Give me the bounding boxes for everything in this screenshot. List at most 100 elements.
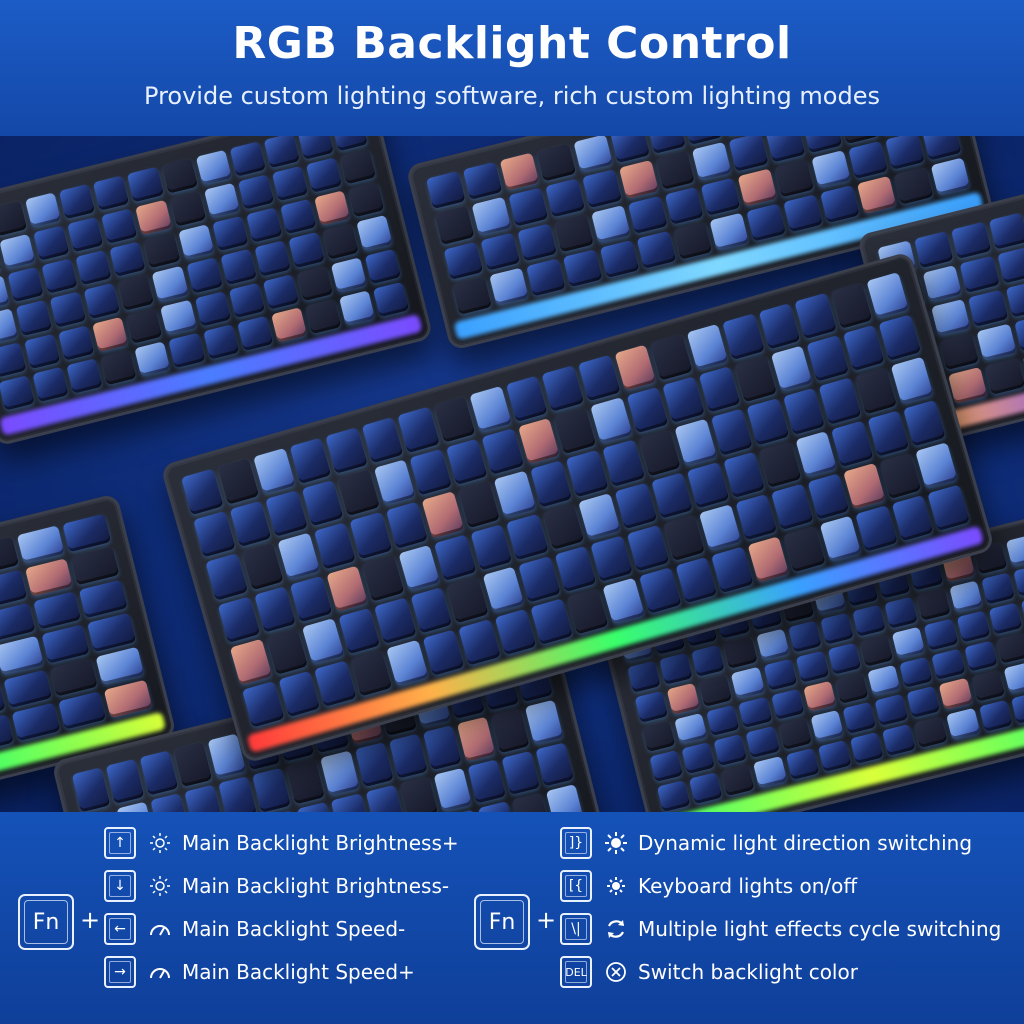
keycap bbox=[135, 199, 172, 236]
keycap bbox=[795, 650, 829, 683]
keycap bbox=[599, 239, 639, 279]
keycap bbox=[289, 575, 332, 622]
keycap bbox=[656, 780, 691, 812]
keycap bbox=[314, 660, 357, 707]
keycap bbox=[252, 767, 291, 812]
keycap bbox=[978, 700, 1013, 732]
keycap bbox=[105, 758, 145, 804]
keycap bbox=[202, 324, 239, 360]
keycap bbox=[501, 750, 540, 796]
keycap bbox=[0, 341, 27, 378]
keycap bbox=[541, 365, 585, 412]
keycap bbox=[409, 449, 452, 496]
key-label: ]} bbox=[568, 835, 584, 851]
keycap bbox=[820, 184, 860, 224]
keycap bbox=[674, 712, 708, 745]
brightness-icon bbox=[146, 872, 174, 900]
keycap bbox=[655, 151, 696, 190]
keycap bbox=[169, 191, 206, 228]
keycap bbox=[126, 307, 163, 344]
keycap bbox=[103, 679, 153, 719]
keycap bbox=[770, 688, 805, 721]
shortcut-label: Main Backlight Speed- bbox=[182, 917, 406, 941]
keycap bbox=[939, 332, 980, 371]
keycap bbox=[181, 468, 224, 516]
keycap bbox=[338, 290, 376, 326]
keycap bbox=[173, 741, 213, 787]
keycap bbox=[79, 580, 128, 619]
keycap bbox=[899, 656, 933, 689]
shortcut-row-bracket-right: ]}Dynamic light direction switching bbox=[560, 826, 972, 860]
page-subtitle: Provide custom lighting software, rich c… bbox=[144, 82, 880, 110]
keycap bbox=[746, 203, 787, 242]
keycap bbox=[41, 258, 78, 295]
keycap bbox=[482, 566, 525, 613]
keycap bbox=[467, 758, 506, 804]
keycap bbox=[322, 223, 359, 260]
keycap bbox=[443, 241, 483, 280]
keycap bbox=[578, 492, 621, 540]
keycap bbox=[817, 740, 852, 772]
keycap bbox=[3, 669, 52, 709]
keycap bbox=[301, 480, 344, 527]
keycap bbox=[831, 420, 874, 467]
keycap bbox=[361, 554, 404, 602]
keycap bbox=[535, 741, 574, 787]
keycap bbox=[734, 355, 777, 403]
plus-sign: + bbox=[80, 906, 101, 934]
keycap bbox=[24, 333, 61, 369]
keycap bbox=[536, 143, 576, 182]
keycap bbox=[609, 136, 650, 164]
keycap bbox=[0, 233, 36, 270]
keycap bbox=[0, 536, 19, 576]
keycap bbox=[785, 748, 820, 781]
key-bracket-left: [{ bbox=[560, 870, 592, 902]
keycap bbox=[545, 784, 585, 812]
keycap bbox=[0, 636, 44, 675]
shortcut-label: Multiple light effects cycle switching bbox=[638, 917, 1002, 941]
key-arrow-left: ← bbox=[104, 913, 136, 945]
keycap bbox=[237, 174, 274, 211]
keycap bbox=[770, 345, 813, 393]
keycap bbox=[674, 419, 717, 466]
keycap bbox=[92, 316, 129, 352]
keycap bbox=[425, 170, 466, 210]
key-label: [{ bbox=[568, 878, 584, 894]
keycap bbox=[827, 642, 862, 675]
keycap bbox=[67, 216, 104, 253]
keycap bbox=[659, 652, 693, 685]
keycap bbox=[271, 166, 308, 202]
sun-small-icon bbox=[602, 872, 630, 900]
key-label: ↓ bbox=[114, 878, 126, 894]
keycap bbox=[254, 240, 291, 277]
keycap bbox=[385, 501, 428, 549]
keycap bbox=[747, 536, 790, 583]
keycap bbox=[638, 429, 681, 477]
keycap bbox=[277, 670, 321, 718]
keycap bbox=[931, 648, 966, 681]
keycap bbox=[849, 732, 884, 764]
keycap bbox=[811, 149, 852, 188]
keycap bbox=[946, 708, 980, 740]
keycap bbox=[713, 734, 748, 767]
keycap bbox=[505, 375, 548, 423]
keycap bbox=[819, 515, 862, 562]
keycap bbox=[968, 289, 1008, 327]
keycap bbox=[245, 207, 283, 244]
keycap bbox=[806, 335, 849, 382]
keycap bbox=[976, 323, 1017, 361]
shortcut-label: Main Backlight Brightness- bbox=[182, 874, 450, 898]
keycap bbox=[277, 532, 320, 580]
keycap bbox=[421, 491, 465, 539]
keycap bbox=[364, 248, 401, 285]
keycap bbox=[434, 206, 475, 245]
keycap bbox=[988, 602, 1022, 635]
keycap bbox=[692, 141, 732, 181]
shortcut-label: Keyboard lights on/off bbox=[638, 874, 858, 898]
keycap bbox=[915, 441, 958, 489]
keycap bbox=[782, 387, 825, 435]
keycap bbox=[927, 484, 970, 531]
header-banner: RGB Backlight Control Provide custom lig… bbox=[0, 0, 1024, 136]
keycap bbox=[626, 524, 669, 572]
